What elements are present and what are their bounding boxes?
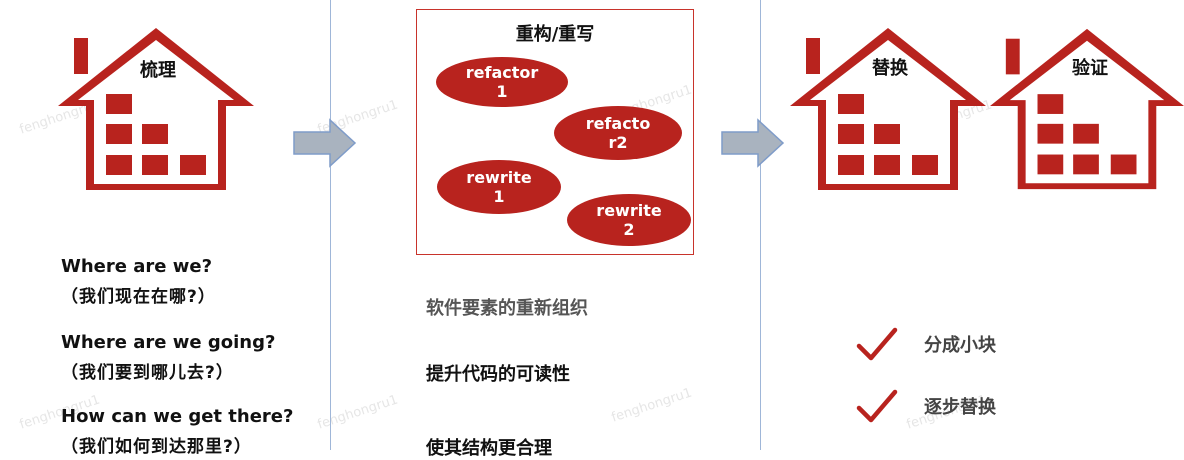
question-en: How can we get there? xyxy=(61,406,294,427)
house-title-replace: 替换 xyxy=(872,58,908,79)
question-zh: （我们要到哪儿去?） xyxy=(61,363,234,383)
house-title-verify: 验证 xyxy=(1072,58,1108,79)
refactor-rewrite-box: 重构/重写 xyxy=(416,9,694,255)
house-title-sort: 梳理 xyxy=(140,60,176,81)
question-en: Where are we going? xyxy=(61,332,276,353)
house-icon xyxy=(58,28,254,190)
box-title: 重构/重写 xyxy=(515,24,595,45)
watermark: fenghongru1 xyxy=(609,385,694,426)
house-icon xyxy=(790,28,986,190)
ellipse-rewrite-1: rewrite 1 xyxy=(437,160,561,214)
column-divider xyxy=(330,0,331,450)
point-text: 使其结构更合理 xyxy=(426,438,552,459)
house-icon xyxy=(990,28,1184,190)
question-en: Where are we? xyxy=(61,256,213,277)
ellipse-rewrite-2: rewrite 2 xyxy=(567,194,691,246)
right-arrow-icon xyxy=(293,118,357,168)
watermark: fenghongru1 xyxy=(315,392,400,433)
ellipse-label: refactor 1 xyxy=(465,63,539,101)
check-item: 逐步替换 xyxy=(856,388,996,424)
question-zh: （我们现在在哪?） xyxy=(61,287,216,307)
check-label: 逐步替换 xyxy=(924,397,996,418)
question-zh: （我们如何到达那里?） xyxy=(61,437,252,457)
ellipse-label: rewrite 2 xyxy=(596,201,662,239)
ellipse-refactor-1: refactor 1 xyxy=(436,57,568,107)
ellipse-refactor-2: refacto r2 xyxy=(554,106,682,160)
check-label: 分成小块 xyxy=(924,335,996,356)
right-arrow-icon xyxy=(721,118,785,168)
check-item: 分成小块 xyxy=(856,326,996,362)
point-text: 软件要素的重新组织 xyxy=(426,298,588,319)
checkmark-icon xyxy=(856,327,898,361)
question-block: Where are we going? （我们要到哪儿去?） xyxy=(61,332,275,383)
point-text: 提升代码的可读性 xyxy=(426,364,570,385)
checkmark-icon xyxy=(856,389,898,423)
ellipse-label: rewrite 1 xyxy=(466,168,532,206)
question-block: Where are we? （我们现在在哪?） xyxy=(61,256,216,307)
ellipse-label: refacto r2 xyxy=(585,114,651,152)
question-block: How can we get there? （我们如何到达那里?） xyxy=(61,406,293,457)
column-divider xyxy=(760,0,761,450)
